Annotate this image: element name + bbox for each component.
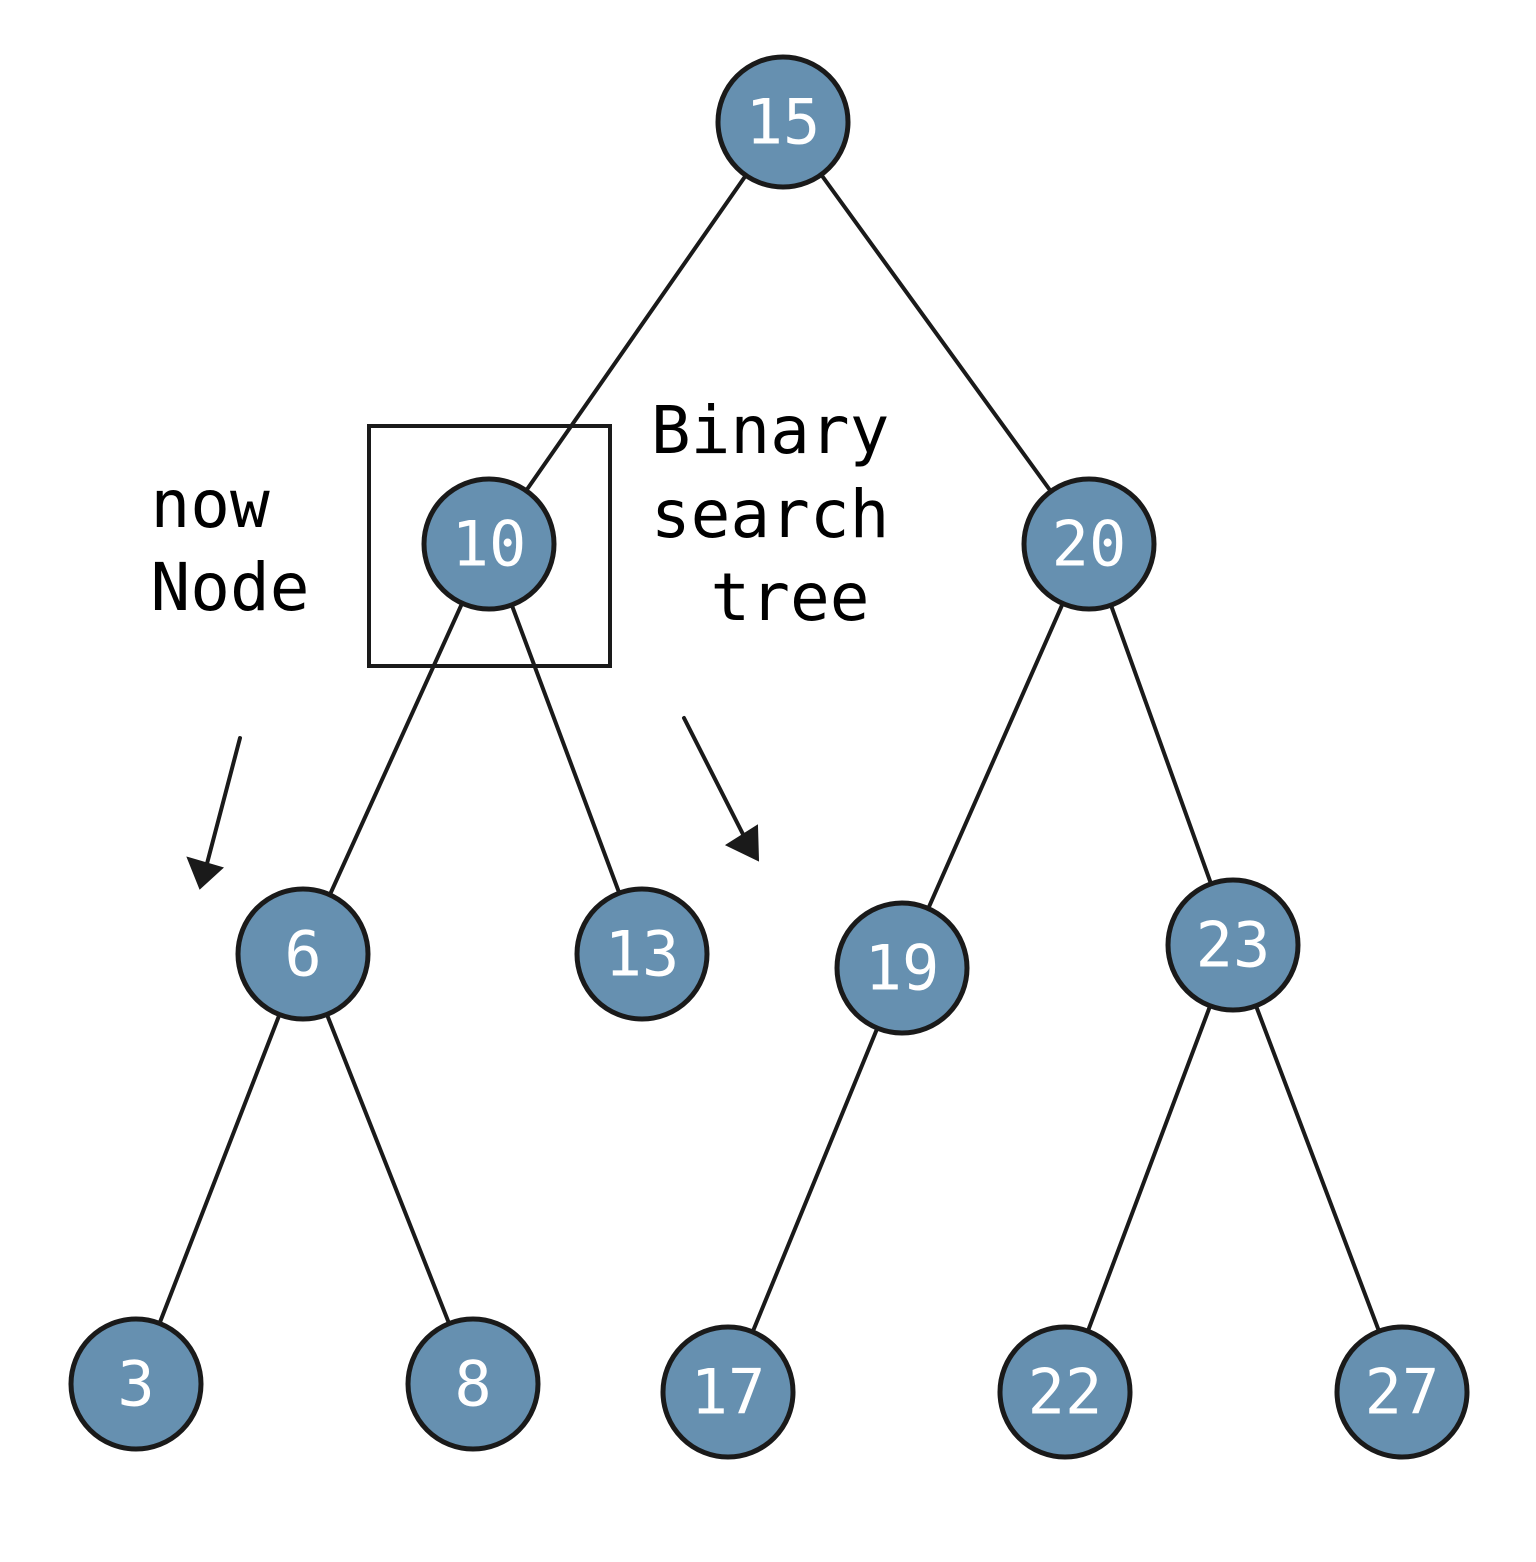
tree-node-label: 22 xyxy=(1028,1356,1103,1429)
bst-label-line-1: Binary xyxy=(651,392,889,469)
bst-label-line-2: search xyxy=(651,476,889,553)
now-node-label-line-1: now xyxy=(151,466,270,543)
edge-n20-n23 xyxy=(1108,603,1214,886)
right-arrow-icon xyxy=(682,716,760,862)
tree-node-label: 23 xyxy=(1196,909,1271,982)
edge-n19-n17 xyxy=(750,1026,880,1334)
tree-node-circle xyxy=(1021,476,1157,612)
tree-node-6: 6 xyxy=(235,886,371,1022)
now-node-label: now Node xyxy=(151,466,310,626)
tree-node-20: 20 xyxy=(1021,476,1157,612)
edge-n10-n13 xyxy=(509,602,622,896)
tree-node-circle xyxy=(715,54,851,190)
tree-node-circle xyxy=(574,886,710,1022)
nodes-layer: 15 10 20 6 13 19 23 3 8 17 22 27 xyxy=(68,54,1470,1460)
edge-n10-n6 xyxy=(327,601,465,897)
tree-node-23: 23 xyxy=(1165,877,1301,1013)
edge-n23-n27 xyxy=(1253,1003,1382,1334)
tree-node-label: 20 xyxy=(1052,508,1127,581)
tree-node-circle xyxy=(235,886,371,1022)
tree-node-circle xyxy=(660,1324,796,1460)
bst-label-line-3: tree xyxy=(711,559,870,636)
tree-node-circle xyxy=(405,1316,541,1452)
binary-search-tree-label: Binary search tree xyxy=(651,392,929,636)
edge-n6-n8 xyxy=(324,1012,452,1326)
edge-n15-n20 xyxy=(819,172,1053,494)
edges-layer xyxy=(157,172,1382,1334)
tree-node-label: 10 xyxy=(452,508,527,581)
tree-node-circle xyxy=(68,1316,204,1452)
tree-node-circle xyxy=(421,476,557,612)
tree-node-8: 8 xyxy=(405,1316,541,1452)
left-arrow-icon xyxy=(186,736,242,890)
tree-node-15: 15 xyxy=(715,54,851,190)
tree-node-label: 3 xyxy=(117,1348,154,1421)
edge-n23-n22 xyxy=(1085,1003,1213,1334)
tree-node-27: 27 xyxy=(1334,1324,1470,1460)
tree-node-label: 19 xyxy=(865,932,940,1005)
tree-node-label: 13 xyxy=(605,918,680,991)
now-node-highlight-box xyxy=(367,424,612,668)
edge-n20-n19 xyxy=(926,601,1065,911)
tree-node-label: 27 xyxy=(1365,1356,1440,1429)
tree-node-circle xyxy=(834,900,970,1036)
tree-node-10: 10 xyxy=(421,476,557,612)
tree-node-label: 6 xyxy=(284,918,321,991)
tree-node-label: 17 xyxy=(691,1356,766,1429)
tree-node-22: 22 xyxy=(997,1324,1133,1460)
tree-node-13: 13 xyxy=(574,886,710,1022)
now-node-label-line-2: Node xyxy=(151,549,310,626)
edge-n6-n3 xyxy=(157,1012,282,1326)
edge-n15-n10 xyxy=(524,173,748,493)
tree-node-circle xyxy=(997,1324,1133,1460)
tree-node-label: 8 xyxy=(454,1348,491,1421)
tree-node-3: 3 xyxy=(68,1316,204,1452)
tree-node-17: 17 xyxy=(660,1324,796,1460)
tree-node-circle xyxy=(1334,1324,1470,1460)
tree-node-label: 15 xyxy=(746,86,821,159)
tree-node-19: 19 xyxy=(834,900,970,1036)
tree-node-circle xyxy=(1165,877,1301,1013)
